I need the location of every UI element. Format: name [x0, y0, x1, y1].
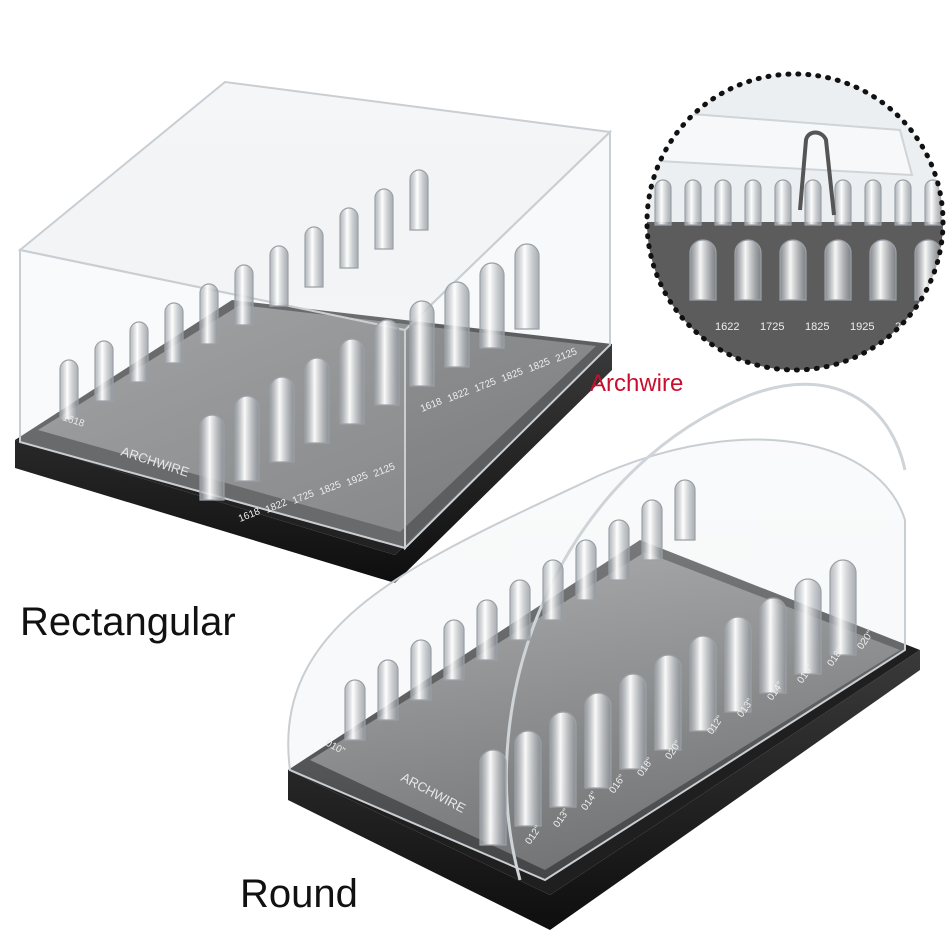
rect-tube	[479, 262, 505, 349]
zoom-tube	[824, 239, 852, 301]
rect-tube	[409, 300, 435, 387]
round-cover	[287, 438, 906, 882]
zoom-size-label: 1725	[760, 321, 784, 333]
rect-tube	[514, 243, 540, 330]
rect-tube	[199, 283, 219, 345]
round-tube	[443, 619, 465, 681]
round-tube	[410, 639, 432, 701]
zoom-tube	[684, 179, 702, 226]
round-tube	[476, 599, 498, 661]
round-tube	[794, 578, 822, 675]
rect-base	[15, 344, 612, 583]
zoom-tube	[804, 179, 822, 226]
round-tube-rows	[344, 479, 857, 846]
rect-tube	[409, 169, 429, 231]
zoom-tube	[869, 239, 897, 301]
round-tube	[377, 659, 399, 721]
round-tube	[344, 679, 366, 741]
rect-tube	[339, 207, 359, 269]
zoom-tube	[774, 179, 792, 226]
rect-tube	[164, 302, 184, 364]
round-tube	[575, 539, 597, 601]
round-tube	[829, 559, 857, 656]
rect-tube	[269, 245, 289, 307]
zoom-size-label: 1622	[715, 321, 739, 333]
round-tube	[641, 499, 663, 561]
zoom-tube	[924, 179, 942, 226]
zoom-tube	[744, 179, 762, 226]
rect-tube	[269, 376, 295, 463]
round-tube	[608, 519, 630, 581]
zoom-tube	[654, 179, 672, 226]
rect-tube	[234, 264, 254, 326]
rect-tube-rows	[59, 169, 540, 501]
zoom-size-label: 1825	[805, 321, 829, 333]
round-tube	[542, 559, 564, 621]
rect-tube	[234, 395, 260, 482]
round-tube	[689, 635, 717, 732]
rect-tube	[374, 188, 394, 250]
round-tube	[479, 749, 507, 846]
zoom-size-label: 1925	[850, 321, 874, 333]
zoom-tube-row	[654, 179, 942, 301]
round-tube	[759, 597, 787, 694]
round-tube	[509, 579, 531, 641]
zoom-tube	[894, 179, 912, 226]
zoom-wire-loop	[798, 130, 836, 216]
archwire-label: Archwire	[590, 370, 684, 397]
round-base	[288, 650, 920, 930]
zoom-tube	[734, 239, 762, 301]
zoom-tube	[714, 179, 732, 226]
rect-tube	[59, 359, 79, 421]
round-tube	[584, 692, 612, 789]
round-tube	[619, 673, 647, 770]
zoom-tube	[864, 179, 882, 226]
zoom-tube	[834, 179, 852, 226]
zoom-tube	[689, 239, 717, 301]
rectangular-label: Rectangular	[20, 600, 236, 644]
rect-tube	[444, 281, 470, 368]
zoom-glass-top	[647, 108, 914, 177]
rect-tube	[94, 340, 114, 402]
round-cover-arch	[504, 382, 907, 881]
rect-tube	[129, 321, 149, 383]
round-tube	[514, 730, 542, 827]
rect-tube	[199, 414, 225, 501]
zoom-tube	[779, 239, 807, 301]
round-label: Round	[240, 872, 358, 916]
rect-cover-side	[404, 129, 611, 551]
round-tube	[654, 654, 682, 751]
round-tube	[549, 711, 577, 808]
round-box: ARCHWIRE 010" 012"013"014"016"018"020" 0…	[287, 382, 920, 930]
rect-tube	[304, 357, 330, 444]
round-tube	[674, 479, 696, 541]
round-tube	[724, 616, 752, 713]
zoom-dotted-border	[644, 71, 946, 373]
rect-tube	[339, 338, 365, 425]
zoom-size-label: 316	[670, 321, 688, 333]
rect-tube	[374, 319, 400, 406]
rect-tube	[304, 226, 324, 288]
